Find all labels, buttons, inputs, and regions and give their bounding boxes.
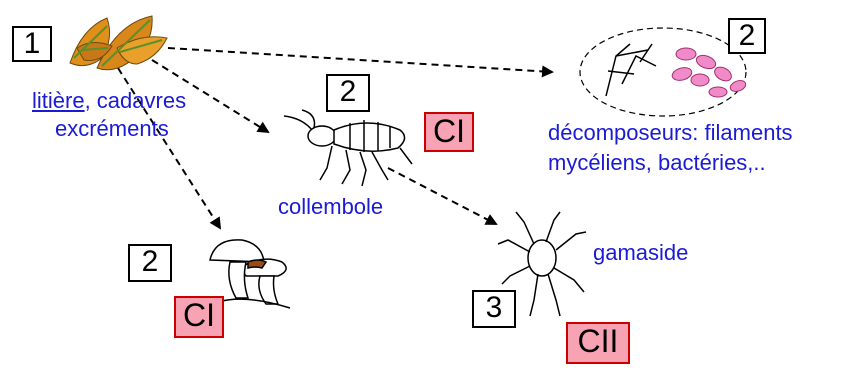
arrow-litter-to-decomposers	[168, 48, 552, 72]
consumer-level-badge-gamasid: CII	[566, 322, 630, 364]
gamasid-label: gamaside	[593, 240, 688, 266]
consumer-level-badge-collembola: CI	[424, 112, 474, 152]
trophic-number-gamasid: 3	[472, 290, 516, 328]
trophic-number-mushroom: 2	[128, 244, 172, 282]
decomposers-label-line2: mycéliens, bactéries,..	[548, 150, 766, 176]
decomposers-label-line1: décomposeurs: filaments	[548, 120, 793, 146]
trophic-number-decomposers: 2	[728, 18, 766, 54]
litter-label-line1: litière, cadavres	[32, 88, 186, 114]
litter-label-rest: , cadavres	[85, 88, 187, 113]
springtail-icon	[272, 108, 420, 190]
litter-label-underlined: litière	[32, 88, 85, 113]
trophic-number-collembola: 2	[326, 74, 370, 112]
consumer-level-badge-mushroom: CI	[174, 296, 224, 338]
trophic-number-litter: 1	[12, 26, 52, 62]
microbes-icon	[578, 26, 748, 118]
collembola-label: collembole	[278, 194, 383, 220]
leaf-litter-icon	[62, 8, 172, 78]
litter-label-line2: excréments	[55, 116, 169, 142]
